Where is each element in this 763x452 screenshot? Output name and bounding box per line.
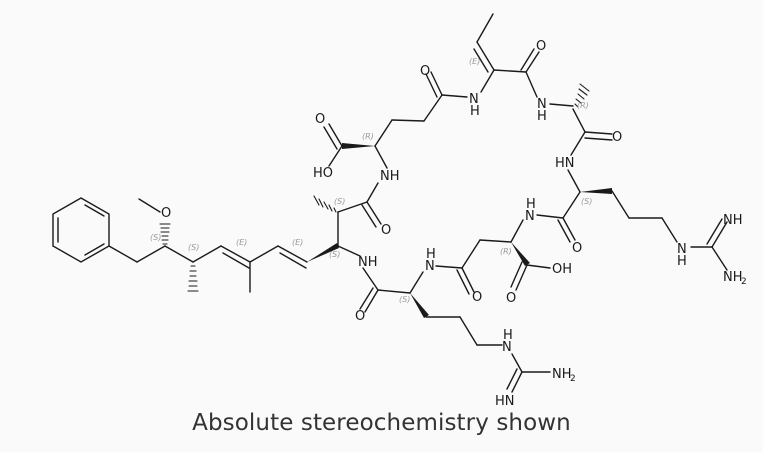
stereo-label: (S) [334,197,345,206]
stereo-label: (R) [577,101,589,110]
atom-label: O [315,112,325,127]
atom-label: N [537,97,547,112]
stereo-label: (S) [150,233,161,242]
atom-label: H [503,328,513,343]
atom-label: O [612,130,622,145]
atom-label: N [502,340,512,355]
hashed-bond-ala-methyl [574,83,590,108]
atom-label: NH [552,367,572,382]
atom-label: O [161,206,171,221]
atom-label: HN [495,394,515,409]
atom-label: N [677,242,687,257]
atom-label: N [425,259,435,274]
stereochemistry-caption: Absolute stereochemistry shown [192,410,571,436]
atom-label: O [472,290,482,305]
hashed-bond-methyl [187,265,199,292]
atom-label: NH [723,270,743,285]
stereo-label: (S) [329,250,340,259]
atom-label: OH [552,262,572,277]
stereo-label: (R) [500,247,512,256]
atom-label: H [677,254,687,269]
stereo-label: (S) [399,295,410,304]
atom-label: H [426,247,436,262]
atom-label: H [526,197,536,212]
atom-label-subscript: 2 [741,277,747,287]
chemical-structure-diagram: O O O HO NH O N H O N H O HN N H O N H N… [52,13,747,409]
atom-label-subscript: 2 [570,374,576,384]
stereo-label: (S) [581,197,592,206]
atom-label: NH [358,255,378,270]
atom-label: O [381,223,391,238]
atom-label: HN [555,156,575,171]
atom-label: O [572,241,582,256]
stereo-label: (E) [292,238,303,247]
atom-label: HO [313,166,333,181]
atom-label: N [469,92,479,107]
stereo-labels: (S) (S) (E) (E) (S) (S) (R) (E) (R) (S) … [150,57,592,304]
atom-label: O [420,64,430,79]
atom-label: NH [723,213,743,228]
stereo-label: (R) [362,132,374,141]
atom-label: N [525,209,535,224]
stereo-label: (S) [188,243,199,252]
atom-label: O [506,291,516,306]
hashed-bond-adda-methyl [313,195,337,213]
benzene-ring [52,197,110,263]
stereo-label: (E) [469,57,480,66]
atom-label: O [536,39,546,54]
atom-label: H [537,109,547,124]
atom-label: NH [380,169,400,184]
atom-label: H [470,104,480,119]
hashed-bond-methoxy [159,223,171,245]
stereo-label: (E) [236,238,247,247]
atom-label: O [355,309,365,324]
atom-labels: O O O HO NH O N H O N H O HN N H O N H N… [161,39,747,409]
